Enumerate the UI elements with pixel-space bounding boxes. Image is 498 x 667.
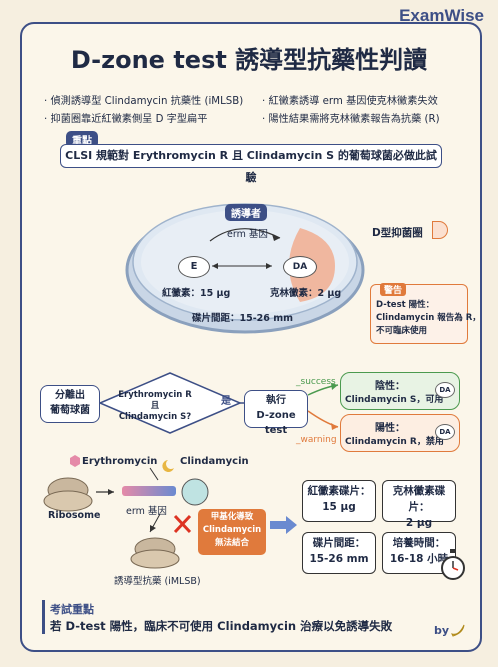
flow-action-line-1: 執行 bbox=[266, 395, 286, 406]
d-zone-label: D型抑菌圈 bbox=[372, 227, 423, 239]
flow-arrows bbox=[98, 372, 339, 434]
param-spacing-value: 15-26 mm bbox=[309, 553, 369, 565]
param-ery-disk: 紅黴素碟片： 15 µg bbox=[302, 480, 376, 522]
banana-icon bbox=[451, 624, 465, 637]
param-clin-disk-value: 2 µg bbox=[405, 517, 433, 529]
flow-start-box: 分離出 葡萄球菌 bbox=[40, 385, 100, 423]
flow-action-box: 執行 D-zone test bbox=[244, 390, 308, 436]
footer-accent-bar bbox=[42, 600, 45, 634]
mech-erm-label: erm 基因 bbox=[126, 506, 167, 517]
petri-dish bbox=[125, 203, 365, 334]
mech-note-line-3: 無法結合 bbox=[214, 538, 249, 548]
result-negative-disk-icon: DA bbox=[435, 382, 455, 398]
mech-clindamycin-label: Clindamycin bbox=[180, 456, 249, 467]
bullet-3: ‧ 抑菌圈靠近紅黴素側呈 D 字型扁平 bbox=[44, 114, 208, 125]
brand-logo: ExamWise bbox=[399, 6, 484, 25]
param-spacing-label: 碟片間距： bbox=[312, 537, 366, 549]
footer-heading: 考試重點 bbox=[50, 603, 94, 616]
warning-line-2: Clindamycin 報告為 R， bbox=[376, 313, 481, 323]
warning-line-1: D-test 陽性： bbox=[376, 300, 435, 310]
result-positive: 陽性： Clindamycin R，禁用 DA bbox=[340, 414, 460, 452]
mech-induced-label: 誘導型抗藥 (iMLSB) bbox=[114, 576, 201, 587]
mech-note-box: 甲基化導致 Clindamycin 無法結合 bbox=[198, 509, 266, 555]
flow-decision-line-3: Clindamycin S? bbox=[118, 412, 192, 422]
flow-decision-line-2: 且 bbox=[150, 401, 160, 411]
key-point-box: CLSI 規範對 Erythromycin R 且 Clindamycin S … bbox=[60, 144, 442, 184]
result-negative-title: 陰性： bbox=[375, 381, 405, 392]
param-incubation-value: 16-18 小時 bbox=[389, 553, 449, 565]
inducer-tag: 誘導者 bbox=[225, 204, 267, 221]
erythromycin-disk: E bbox=[178, 256, 210, 278]
clindamycin-dose: 克林黴素：2 µg bbox=[270, 288, 342, 299]
param-ery-disk-value: 15 µg bbox=[322, 501, 356, 513]
mech-note-line-1: 甲基化導致 bbox=[210, 512, 254, 522]
result-positive-disk-icon: DA bbox=[435, 424, 455, 440]
key-tag: 重點 bbox=[66, 131, 98, 148]
result-negative-text: Clindamycin S，可用 bbox=[345, 395, 444, 405]
param-spacing: 碟片間距： 15-26 mm bbox=[302, 532, 376, 574]
flow-success-label: _success bbox=[296, 377, 336, 387]
mechanism-diagram bbox=[43, 455, 209, 569]
footer-text: 若 D-test 陽性，臨床不可使用 Clindamycin 治療以免誘導失敗 bbox=[50, 619, 393, 633]
result-positive-title: 陽性： bbox=[375, 423, 405, 434]
bullet-4: ‧ 陽性結果需將克林黴素報告為抗藥 (R) bbox=[262, 114, 440, 125]
param-clin-disk: 克林黴素碟片： 2 µg bbox=[382, 480, 456, 529]
flow-action-line-2: D-zone test bbox=[256, 410, 296, 436]
param-ery-disk-label: 紅黴素碟片： bbox=[307, 485, 371, 497]
disk-spacing-label: 碟片間距：15-26 mm bbox=[192, 313, 293, 324]
footer-by: by bbox=[434, 624, 450, 637]
param-incubation: 培養時間： 16-18 小時 bbox=[382, 532, 456, 574]
flow-decision-line-1: Erythromycin R bbox=[118, 390, 192, 400]
warning-line-3: 不可臨床使用 bbox=[376, 326, 428, 336]
erm-gene-label: erm 基因 bbox=[227, 229, 268, 240]
mech-note-line-2: Clindamycin bbox=[202, 525, 262, 535]
flow-yes-label: 是 bbox=[221, 396, 231, 407]
page-title: D-zone test 誘導型抗藥性判讀 bbox=[70, 46, 428, 74]
mech-ribosome-label: Ribosome bbox=[48, 510, 101, 521]
bullet-2: ‧ 紅黴素誘導 erm 基因使克林黴素失效 bbox=[262, 96, 438, 107]
bullet-1: ‧ 偵測誘導型 Clindamycin 抗藥性 (iMLSB) bbox=[44, 96, 244, 107]
flow-start-line-1: 分離出 bbox=[55, 390, 85, 401]
flow-warning-label: _warning bbox=[296, 435, 337, 445]
stopwatch-icon bbox=[441, 549, 465, 580]
result-positive-text: Clindamycin R，禁用 bbox=[345, 437, 444, 447]
d-shape-icon bbox=[432, 221, 448, 239]
clindamycin-disk: DA bbox=[283, 256, 317, 278]
mech-erythromycin-label: Erythromycin bbox=[82, 456, 158, 467]
param-clin-disk-label: 克林黴素碟片： bbox=[392, 485, 446, 513]
warning-tag: 警告 bbox=[380, 283, 407, 296]
erythromycin-dose: 紅黴素：15 µg bbox=[162, 288, 231, 299]
result-negative: 陰性： Clindamycin S，可用 DA bbox=[340, 372, 460, 410]
flow-decision: Erythromycin R 且 Clindamycin S? bbox=[110, 390, 200, 423]
flow-start-line-2: 葡萄球菌 bbox=[50, 405, 90, 416]
param-incubation-label: 培養時間： bbox=[392, 537, 446, 549]
arrow-right-icon bbox=[270, 516, 297, 534]
